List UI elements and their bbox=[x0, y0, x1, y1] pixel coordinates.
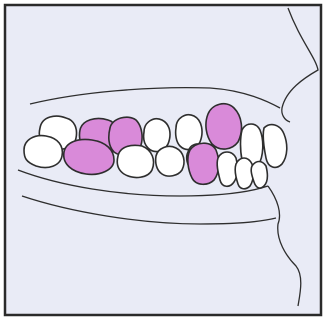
tooth-upper bbox=[263, 125, 287, 168]
tooth-lower bbox=[156, 146, 184, 176]
tooth-lower bbox=[64, 140, 114, 175]
tooth-lower bbox=[217, 152, 237, 186]
tooth-lower bbox=[235, 158, 253, 189]
tooth-lower bbox=[117, 145, 153, 177]
tooth-lower bbox=[24, 136, 62, 168]
tooth-upper bbox=[206, 104, 242, 149]
tooth-lower bbox=[188, 143, 219, 184]
